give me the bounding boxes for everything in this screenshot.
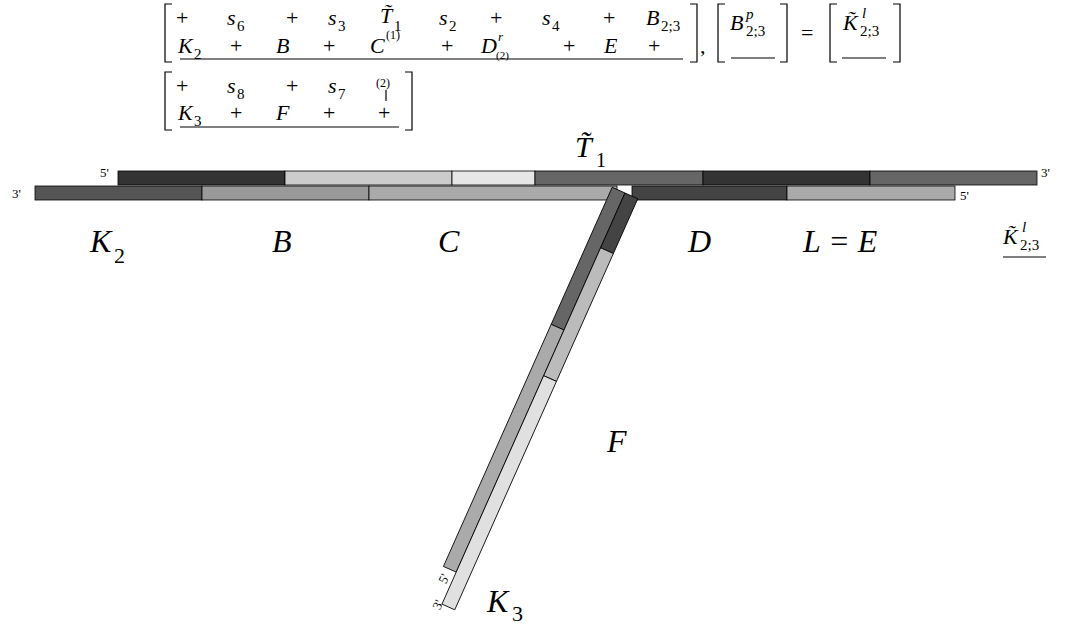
math-label: 3' [12,187,21,200]
math-label: + [176,75,188,97]
math-label: 2;3 [860,24,879,39]
math-label: 5' [436,572,451,585]
math-label: 2;3 [1020,238,1039,253]
math-label: (1) [386,29,400,41]
bottom-strand [35,186,955,200]
math-label: 3 [512,603,523,625]
math-label: K [178,35,193,57]
math-label: 2 [114,245,125,267]
math-label: C [370,35,385,57]
math-label: T̃ [575,132,592,162]
math-label: p [746,7,754,22]
math-label: K [90,225,111,257]
top-strand [118,171,1037,185]
math-label: C [438,225,459,257]
math-label: T̃ [380,5,392,27]
math-label: s [439,7,448,29]
math-label: + [176,7,188,29]
math-label: D [688,225,711,257]
math-label: + [648,35,660,57]
math-label: s [542,7,551,29]
math-label: l [1022,220,1026,235]
math-label: K̃ [1003,226,1018,248]
math-label: = [801,22,813,44]
math-label: 2 [194,47,202,62]
math-label: 6 [237,19,245,34]
math-label: 3' [1041,166,1050,179]
math-label: 3' [430,598,445,611]
math-label: (2) [376,77,390,89]
math-label: F [607,425,627,457]
math-label: K [487,585,508,617]
math-label: E [604,35,617,57]
math-label: + [490,7,502,29]
math-label: F [276,102,289,124]
math-label: s [227,75,236,97]
math-label: + [441,35,453,57]
math-label: + [286,7,298,29]
math-label: L = E [803,225,877,257]
math-label: + [286,75,298,97]
math-label: + [378,102,390,124]
math-label: s [328,7,337,29]
math-label: B [276,35,289,57]
math-label: K [178,102,193,124]
math-label: + [323,102,335,124]
math-label: + [563,35,575,57]
math-label: r [498,30,503,43]
math-label: B [646,7,659,29]
math-label: 5' [100,166,109,179]
math-label: 7 [338,87,346,102]
math-label: D [481,35,497,57]
math-label: + [603,7,615,29]
math-label: 4 [552,19,560,34]
math-label: + [230,102,242,124]
math-label: K̃ [843,12,858,34]
math-label: 5' [960,189,969,202]
math-label: + [230,35,242,57]
math-label: s [328,75,337,97]
math-label: 2 [449,19,457,34]
math-label: 2;3 [746,24,765,39]
math-label: B [730,12,743,34]
math-label: 1 [596,150,606,170]
math-label: 3 [194,114,202,129]
math-label: + [323,35,335,57]
math-label: (2) [496,50,509,61]
math-label: 8 [237,87,245,102]
math-label: l [862,6,866,21]
math-label: , [700,35,706,57]
math-label: 2;3 [661,19,680,34]
math-label: 3 [338,19,346,34]
math-label: s [227,7,236,29]
math-label: B [272,225,292,257]
branch-strands [429,187,638,609]
